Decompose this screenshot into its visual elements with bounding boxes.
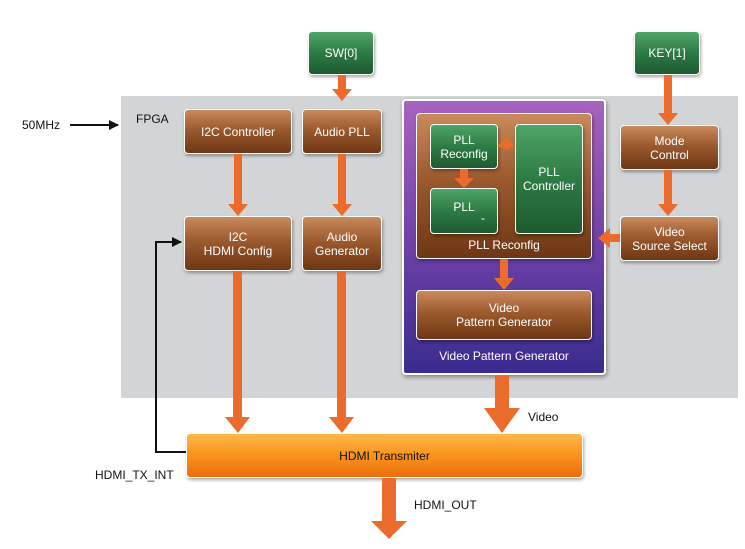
video-signal-label: Video: [528, 410, 559, 424]
i2c-hdmi-config-block: I2C HDMI Config: [184, 216, 292, 271]
pll-dash: -: [481, 211, 485, 225]
video-source-select-block: Video Source Select: [620, 216, 719, 261]
arrow-mode-to-source: [658, 170, 678, 216]
audio-generator-line2: Generator: [314, 243, 370, 258]
pll-block: PLL -: [430, 188, 498, 234]
pll-reconfig-line1: PLL: [453, 132, 475, 147]
arrow-sw0-audio-pll: [332, 75, 352, 101]
pll-controller-block: PLL Controller: [515, 124, 583, 234]
i2c-controller-label: I2C Controller: [200, 124, 276, 139]
video-pattern-gen-line2: Pattern Generator: [455, 315, 553, 329]
i2c-controller-block: I2C Controller: [184, 109, 292, 154]
key1-label: KEY[1]: [648, 46, 686, 60]
video-pattern-gen-line1: Video: [488, 301, 520, 315]
orange-arrows: [225, 75, 678, 539]
audio-generator-block: Audio Generator: [302, 216, 382, 271]
pll-controller-line1: PLL: [538, 165, 560, 179]
mode-control-line2: Control: [650, 147, 689, 162]
audio-pll-block: Audio PLL: [302, 109, 382, 154]
arrow-reconfig-to-pattern: [494, 259, 514, 290]
i2c-hdmi-config-line2: HDMI Config: [203, 243, 273, 258]
arrow-source-to-reconfig: [598, 228, 620, 248]
fpga-label: FPGA: [136, 112, 169, 126]
pll-controller-line2: Controller: [522, 179, 576, 193]
hdmi-transmitter-label: HDMI Transmiter: [339, 448, 430, 463]
video-source-line1: Video: [654, 224, 685, 239]
arrow-audio-to-hdmi: [329, 271, 354, 433]
arrow-i2c-controller-config: [228, 154, 248, 216]
video-pattern-group-label: Video Pattern Generator: [439, 349, 569, 363]
audio-generator-line1: Audio: [326, 229, 358, 244]
arrow-reconfig-pll: [454, 169, 474, 188]
audio-pll-label: Audio PLL: [314, 124, 370, 139]
video-source-line2: Source Select: [632, 238, 707, 253]
arrow-config-to-hdmi: [225, 271, 250, 433]
i2c-hdmi-config-line1: I2C: [228, 229, 248, 244]
arrow-audio-pll-generator: [332, 154, 352, 216]
mode-control-line1: Mode: [654, 133, 685, 148]
pll-reconfig-group-label: PLL Reconfig: [468, 238, 540, 252]
arrow-video-to-hdmi: [484, 375, 520, 433]
video-pattern-generator-block: Video Pattern Generator: [416, 290, 592, 340]
arrow-key1-mode-control: [658, 75, 678, 125]
pll-reconfig-block: PLL Reconfig: [430, 124, 498, 169]
arrow-hdmi-out: [371, 478, 407, 539]
clock-input-label: 50MHz: [22, 118, 61, 132]
hdmi-transmitter-block: HDMI Transmiter: [186, 433, 583, 478]
arrow-hdmi-tx-int: [155, 237, 186, 453]
hdmi-out-label: HDMI_OUT: [414, 498, 477, 512]
key1-input: KEY[1]: [634, 31, 700, 75]
sw0-input: SW[0]: [308, 31, 374, 75]
pll-label: PLL: [453, 200, 475, 214]
sw0-label: SW[0]: [324, 46, 358, 60]
hdmi-tx-int-label: HDMI_TX_INT: [95, 468, 174, 482]
mode-control-block: Mode Control: [620, 125, 719, 170]
pll-reconfig-line2: Reconfig: [440, 146, 488, 161]
